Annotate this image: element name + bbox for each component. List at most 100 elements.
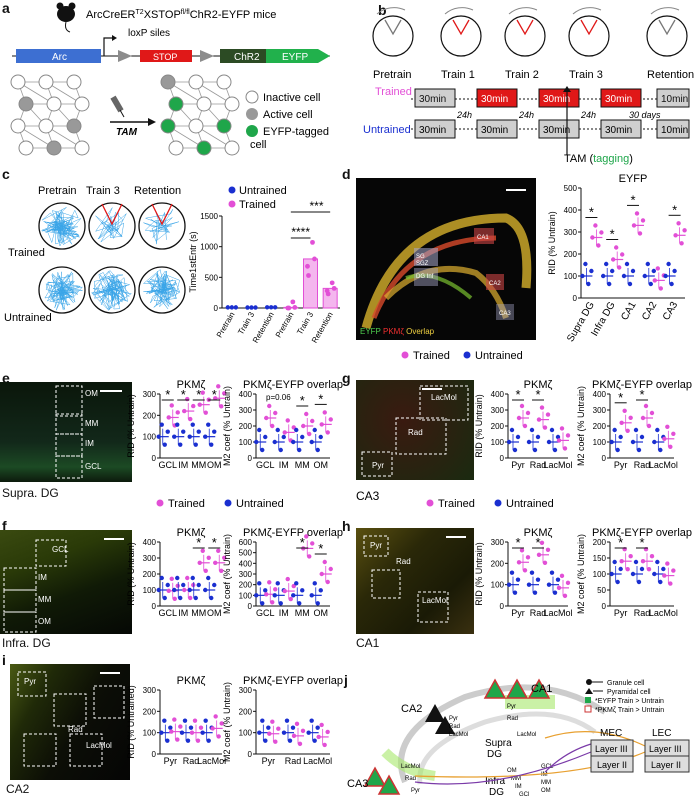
y-axis-label: M2 coef (% Untrain) xyxy=(576,386,586,466)
data-point xyxy=(515,434,521,440)
data-point xyxy=(159,422,164,427)
legend-eyfp: EYFP-tagged xyxy=(263,126,329,138)
j-mec-layer3: Layer III xyxy=(595,744,628,754)
y-tick-label: 100 xyxy=(593,570,607,579)
data-point xyxy=(257,427,262,433)
data-point xyxy=(589,268,594,274)
y-tick-label: 100 xyxy=(143,729,157,738)
j-ca2-rad: Rad xyxy=(449,724,460,730)
x-tick-label: IM xyxy=(279,608,289,618)
data-point xyxy=(618,434,623,440)
y-tick-label: 0 xyxy=(500,602,505,611)
h-region-pyr: Pyr xyxy=(370,541,382,550)
g-region-rad: Rad xyxy=(408,428,423,437)
data-point xyxy=(188,725,194,730)
data-point xyxy=(671,568,676,573)
x-tick-label: Pyr xyxy=(511,460,525,470)
data-point xyxy=(643,403,649,409)
x-tick-label: LacMol xyxy=(649,460,678,470)
y-axis-label: RID (% Untrain) xyxy=(126,394,136,458)
sig-star: * xyxy=(181,387,186,402)
panel-label-j: j xyxy=(344,672,348,688)
f-region-im: IM xyxy=(38,573,47,582)
data-point xyxy=(263,588,268,593)
network-cell xyxy=(168,96,184,112)
sig-star: * xyxy=(212,387,217,402)
data-point xyxy=(181,429,186,434)
y-axis-label: RID (% Untrain) xyxy=(126,542,136,606)
y-tick-label: 100 xyxy=(239,591,253,600)
y-tick-label: 0 xyxy=(248,602,253,611)
data-point xyxy=(596,243,601,248)
data-point xyxy=(219,568,224,573)
data-point xyxy=(273,410,278,416)
data-point xyxy=(665,424,670,429)
data-point xyxy=(310,541,315,546)
network-cell xyxy=(46,96,62,112)
data-point xyxy=(509,570,515,575)
data-point xyxy=(165,738,170,743)
panel-label-g: g xyxy=(342,370,351,386)
j-ca2-label: CA2 xyxy=(401,703,422,715)
untrained-block-label-4: 10min xyxy=(661,125,688,136)
data-point xyxy=(162,718,167,723)
network-before xyxy=(10,74,90,156)
y-tick-label: 500 xyxy=(564,184,578,193)
data-point xyxy=(195,738,201,743)
x-tick-label: Pyr xyxy=(164,756,178,766)
data-point xyxy=(620,252,625,257)
data-point xyxy=(625,428,630,433)
y-tick-label: 300 xyxy=(491,538,505,547)
sig-star: * xyxy=(318,541,323,556)
data-point xyxy=(636,579,642,585)
data-point xyxy=(646,567,652,572)
data-point xyxy=(648,281,653,287)
path-trace xyxy=(142,269,181,309)
data-point xyxy=(178,595,183,601)
data-point xyxy=(273,587,278,592)
data-point xyxy=(229,305,235,310)
data-point xyxy=(509,427,515,433)
untrained-block-4 xyxy=(656,119,690,139)
data-point xyxy=(630,268,636,274)
gap-label-2: 24h xyxy=(580,110,596,120)
j-lec-layer2: Layer II xyxy=(651,760,681,770)
chart-title: PKMζ xyxy=(524,379,553,391)
untrained-block-label-1: 30min xyxy=(481,125,508,136)
y-tick-label: 400 xyxy=(239,559,253,568)
data-point xyxy=(267,403,272,409)
x-tick-label: MM xyxy=(191,460,206,470)
micrograph-caption: EYFP PKMζ Overlap xyxy=(360,327,435,336)
x-tick-label: IM xyxy=(178,608,188,618)
path-trace xyxy=(44,271,84,311)
arena-circle xyxy=(646,15,688,57)
j-ca2-pyr: Pyr xyxy=(449,716,458,722)
sig-star: *** xyxy=(309,199,323,213)
data-point xyxy=(222,555,227,560)
arc-label: Arc xyxy=(52,52,67,63)
data-point xyxy=(627,281,633,287)
data-point xyxy=(292,304,298,310)
data-point xyxy=(191,403,196,409)
data-point xyxy=(322,742,327,748)
rotation-arrow xyxy=(376,7,406,15)
panel-label-e: e xyxy=(2,370,10,386)
data-point xyxy=(325,291,331,297)
row-label-untrained: Untrained xyxy=(4,312,52,324)
data-point xyxy=(286,305,292,311)
data-point xyxy=(190,422,195,427)
x-tick-label: GCL xyxy=(158,460,177,470)
data-point xyxy=(665,561,670,566)
j-lec-label: LEC xyxy=(652,728,671,739)
j-legend-pkmz: *PKMζ Train > Untrain xyxy=(595,707,664,714)
data-point xyxy=(593,223,598,228)
mouse-icon xyxy=(56,2,76,33)
data-point xyxy=(249,305,254,310)
network-cell xyxy=(38,118,54,134)
y-axis-label: M2 coef (% Untrain) xyxy=(222,682,232,762)
data-point xyxy=(604,261,609,267)
network-cell xyxy=(216,74,232,90)
